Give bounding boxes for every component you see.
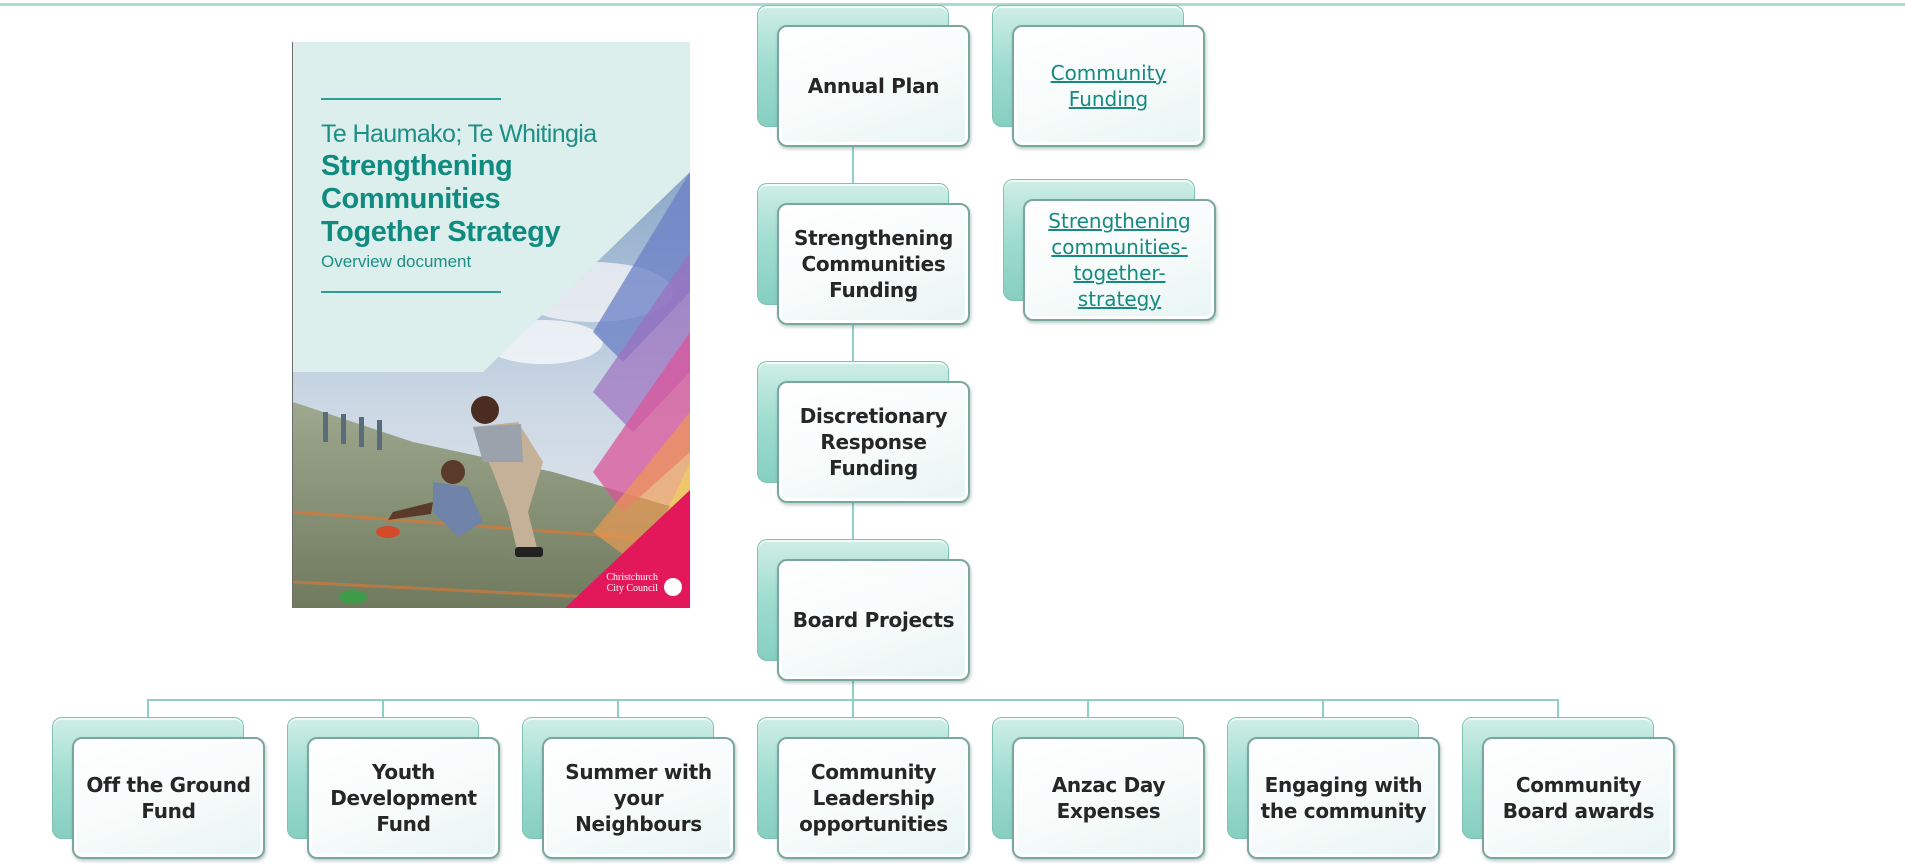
project-label: Summer with your Neighbours [565,760,712,836]
node-project: Youth Development Fund [287,717,502,859]
cover-title-line: Communities [321,183,501,215]
project-label: Community Leadership opportunities [799,760,948,836]
strategy-document-link[interactable]: Strengthening communities-together-strat… [1048,209,1191,311]
cover-title-line: Together Strategy [321,216,561,248]
cover-bottom-rule [321,291,501,293]
node-project: Community Leadership opportunities [757,717,972,859]
node-project: Community Board awards [1462,717,1677,859]
node-board-projects: Board Projects [757,539,972,681]
node-project: Engaging with the community [1227,717,1442,859]
node-label: Board Projects [792,608,955,632]
cover-artwork [293,42,690,608]
node-project: Summer with your Neighbours [522,717,737,859]
cover-title: Strengthening Communities Together Strat… [321,150,621,249]
drop-connector [852,699,854,717]
drop-connector [617,699,619,717]
cover-top-rule [321,98,501,100]
drop-connector [1087,699,1089,717]
cover-subtitle: Te Haumako; Te Whitingia [321,120,597,148]
node-project: Off the Ground Fund [52,717,267,859]
drop-connector [1557,699,1559,717]
strategy-document-cover: Te Haumako; Te Whitingia Strengthening C… [292,42,690,608]
node-label: Discretionary Response Funding [799,404,948,480]
drop-connector [1322,699,1324,717]
node-project: Anzac Day Expenses [992,717,1207,859]
cover-overview-text: Overview document [321,252,472,271]
node-label: Strengthening Communities Funding [793,226,954,302]
node-label: Annual Plan [807,74,940,98]
node-community-funding-link[interactable]: Community Funding [992,5,1207,147]
council-logo-icon [664,578,682,596]
community-funding-link[interactable]: Community Funding [1050,61,1167,111]
council-name-line1: Christchurch [606,572,658,583]
council-name-line2: City Council [606,583,658,594]
top-divider-line [0,3,1905,6]
project-label: Engaging with the community [1260,773,1427,823]
council-logo-text: Christchurch City Council [606,572,658,594]
drop-connector [382,699,384,717]
project-label: Community Board awards [1502,773,1655,823]
node-annual-plan: Annual Plan [757,5,972,147]
node-strengthening-communities-funding: Strengthening Communities Funding [757,183,972,325]
node-strategy-link[interactable]: Strengthening communities-together-strat… [1003,179,1218,321]
drop-connector [147,699,149,717]
project-label: Off the Ground Fund [86,773,251,823]
node-discretionary-response-funding: Discretionary Response Funding [757,361,972,503]
project-label: Anzac Day Expenses [1051,773,1166,823]
project-label: Youth Development Fund [330,760,477,836]
cover-title-line: Strengthening [321,150,513,182]
